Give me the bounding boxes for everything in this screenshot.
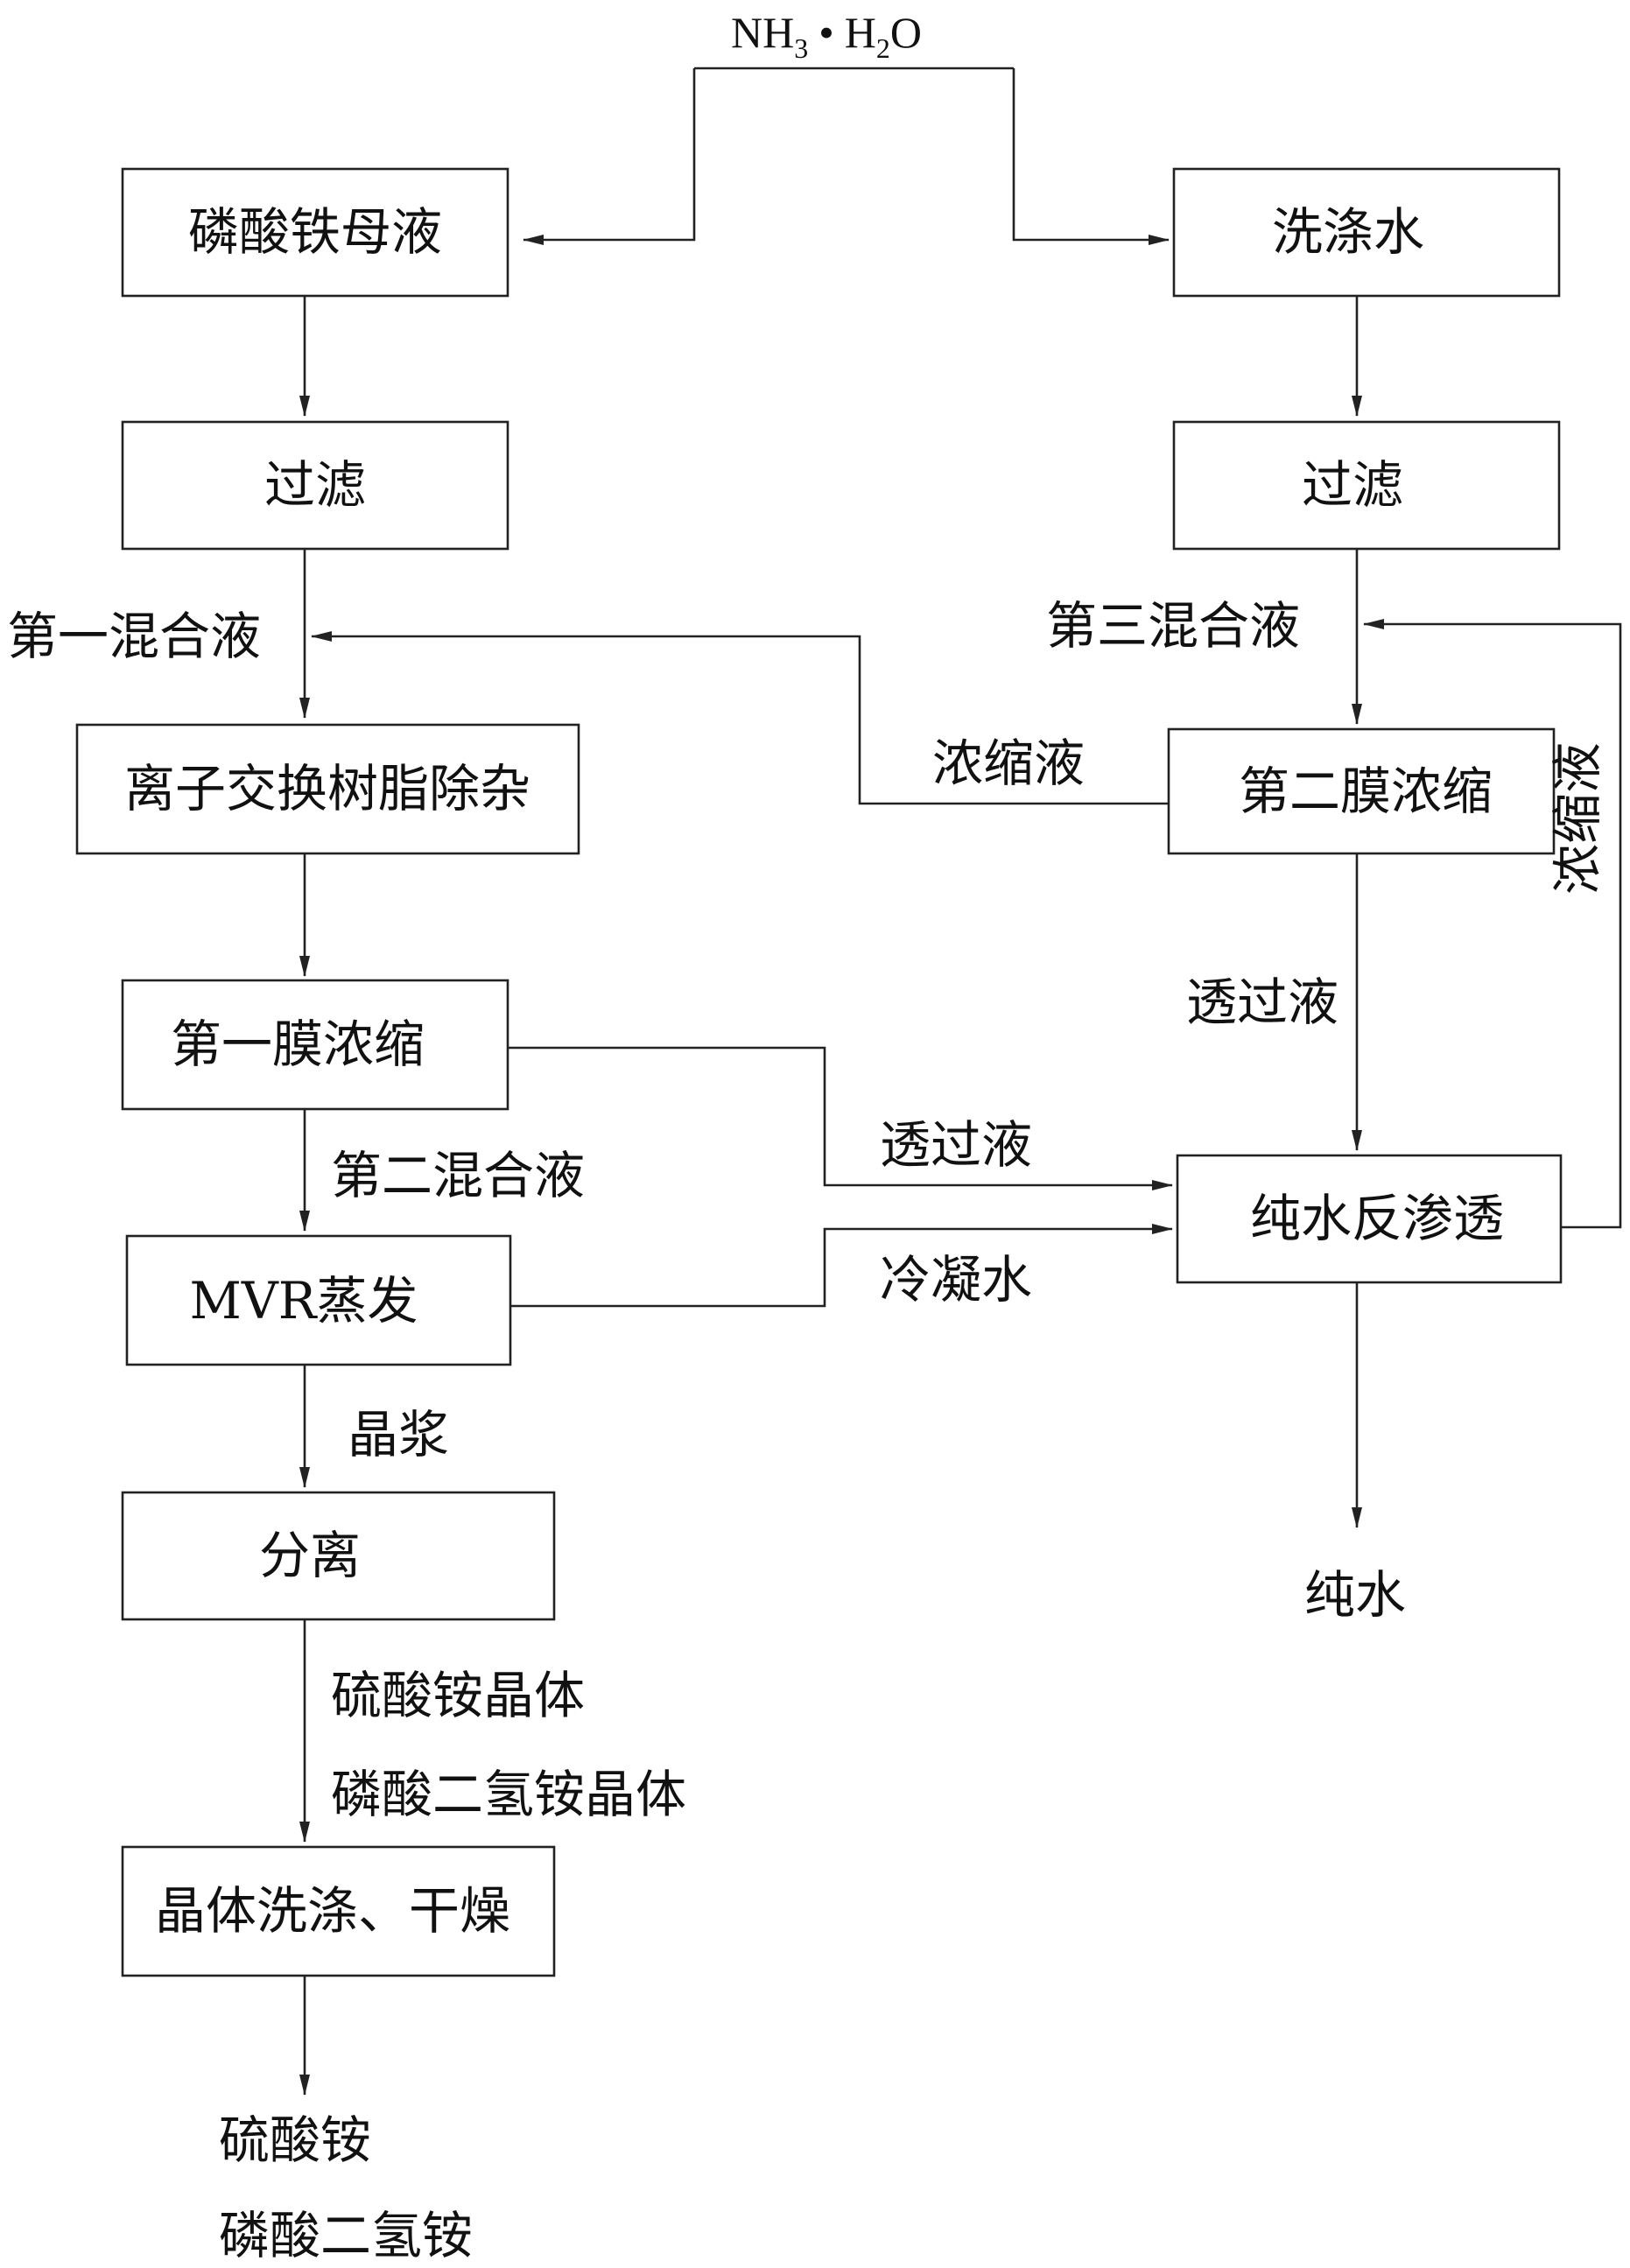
left-filtration-box [121,420,509,551]
right-filtration-box [1172,420,1561,551]
ro-concentrate-to-third-mixed [1363,619,1622,1229]
right-filtration-text: 过滤 [1302,455,1403,515]
concentrate-left-label: 浓缩液 [932,734,1085,793]
condensate-label: 冷凝水 [880,1250,1032,1310]
separation-text: 分离 [259,1526,361,1585]
pure-ro-box [1176,1154,1563,1284]
second-mixed-liquid-label: 第二混合液 [331,1146,585,1205]
mvr-evaporation-box [125,1234,512,1366]
ammonia-left-arrow [523,68,696,245]
first-mixed-liquid-label: 第一混合液 [7,607,261,666]
ammonium-sulfate-crystal-label: 硫酸铵晶体 [331,1666,585,1725]
ammonium-sulfate-product-label: 硫酸铵 [219,2110,371,2170]
wash-water-box [1172,167,1561,298]
permeate-right-label: 透过液 [1186,973,1338,1032]
first-membrane-text: 第一膜浓缩 [171,1015,425,1074]
crystal-wash-dry-box [121,1845,556,1977]
crystal-wash-dry-text: 晶体洗涤、干燥 [155,1881,510,1941]
concentrate-right-label: 浓缩液 [1548,742,1607,895]
third-mixed-liquid-label: 第三混合液 [1046,596,1300,656]
concentrate-return-to-first-mixed [311,631,1169,805]
first-membrane-permeate-to-ro [508,1046,1173,1190]
separation-box [121,1491,556,1621]
second-membrane-text: 第二膜浓缩 [1239,762,1493,821]
left-filtration-text: 过滤 [264,455,366,515]
map-product-label: 磷酸二氢铵 [219,2206,473,2265]
ammonia-right-arrow [1012,68,1170,245]
pure-water-label: 纯水 [1304,1565,1406,1625]
ammonia-water-label: NH3•H2O [731,8,922,64]
pure-ro-text: 纯水反渗透 [1250,1189,1504,1248]
first-membrane-box [121,979,509,1111]
wash-water-text: 洗涤水 [1272,202,1424,262]
permeate-mid-label: 透过液 [880,1115,1032,1175]
ion-exchange-text: 离子交换树脂除杂 [124,759,530,818]
iron-phosphate-box [121,167,509,298]
map-crystal-label: 磷酸二氢铵晶体 [331,1765,686,1824]
mvr-evaporation-text: MVR蒸发 [190,1271,418,1331]
iron-phosphate-text: 磷酸铁母液 [188,202,442,262]
mvr-condensate-to-ro [510,1224,1173,1308]
second-membrane-box [1167,727,1556,855]
slurry-label: 晶浆 [348,1405,449,1464]
ion-exchange-box [75,723,580,855]
